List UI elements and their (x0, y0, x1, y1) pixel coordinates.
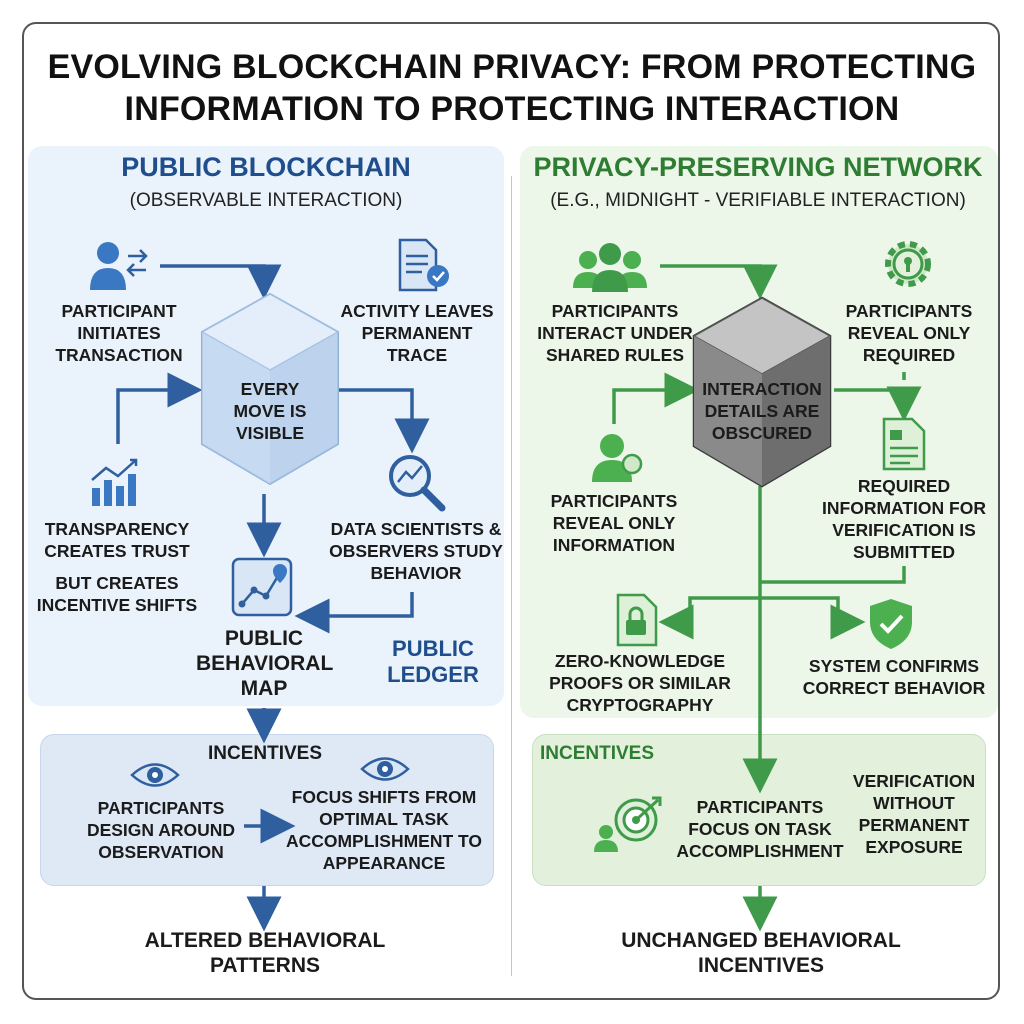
reveal-required-label: PARTICIPANTS REVEAL ONLY REQUIRED (845, 301, 973, 365)
system-confirms-label: SYSTEM CONFIRMS CORRECT BEHAVIOR (802, 656, 986, 698)
left-incentives-title: INCENTIVES (207, 743, 323, 764)
focus-shifts-label: FOCUS SHIFTS FROM OPTIMAL TASK ACCOMPLIS… (285, 787, 483, 873)
reveal-information-label: PARTICIPANTS REVEAL ONLY INFORMATION (550, 491, 678, 555)
right-incentives-title: INCENTIVES (540, 743, 655, 764)
activity-trace-label: ACTIVITY LEAVES PERMANENT TRACE (340, 301, 494, 365)
group-icon (573, 243, 647, 292)
eye-icon (360, 757, 410, 781)
behavioral-map-label: PUBLIC BEHAVIORAL MAP (196, 627, 334, 700)
map-pin-icon (231, 557, 293, 617)
right-subheading: (e.g., MIDNIGHT - VERIFIABLE INTERACTION… (550, 190, 966, 211)
document-check-icon (398, 238, 449, 292)
gear-lock-icon (885, 241, 931, 287)
design-around-observation-label: PARTICIPANTS DESIGN AROUND OBSERVATION (86, 798, 236, 862)
participant-initiates-label: PARTICIPANT INITIATES TRANSACTION (55, 301, 183, 365)
obscured-cube (692, 296, 832, 488)
user-icon (592, 434, 643, 482)
right-heading: PRIVACY-PRESERVING NETWORK (533, 152, 983, 182)
incentive-shift-label: BUT CREATES INCENTIVE SHIFTS (36, 573, 198, 615)
transparency-label: TRANSPARENCY CREATES TRUST (44, 519, 190, 561)
scientists-label: DATA SCIENTISTS & OBSERVERS STUDY BEHAVI… (329, 519, 503, 583)
target-users-icon (594, 796, 662, 852)
left-cube-label: EVERY MOVE IS VISIBLE (233, 379, 307, 443)
left-outcome: ALTERED BEHAVIORAL PATTERNS (144, 929, 386, 977)
verification-label: VERIFICATION WITHOUT PERMANENT EXPOSURE (852, 771, 976, 857)
center-divider (511, 176, 512, 976)
right-cube-label: INTERACTION DETAILS ARE OBSCURED (702, 379, 822, 443)
lock-file-icon (616, 593, 658, 647)
page-title-line2: INFORMATION TO PROTECTING INTERACTION (124, 90, 900, 128)
zero-knowledge-label: ZERO-KNOWLEDGE PROOFS OR SIMILAR CRYPTOG… (549, 651, 731, 715)
page-title-line1: EVOLVING BLOCKCHAIN PRIVACY: FROM PROTEC… (47, 48, 977, 86)
bar-chart-icon (91, 458, 138, 506)
public-ledger-label: PUBLIC LEDGER (387, 636, 479, 687)
right-outcome: UNCHANGED BEHAVIORAL INCENTIVES (621, 929, 901, 977)
required-information-label: REQUIRED INFORMATION FOR VERIFICATION IS… (822, 476, 986, 562)
interact-shared-rules-label: PARTICIPANTS INTERACT UNDER SHARED RULES (537, 301, 693, 365)
eye-icon (130, 763, 180, 787)
shield-check-icon (870, 599, 912, 649)
document-icon (882, 417, 926, 471)
magnifier-chart-icon (389, 455, 446, 512)
left-heading: PUBLIC BLOCKCHAIN (121, 152, 411, 182)
user-exchange-icon (90, 242, 148, 290)
transparent-cube (200, 292, 340, 486)
left-subheading: (OBSERVABLE INTERACTION) (129, 190, 403, 211)
focus-on-task-label: PARTICIPANTS FOCUS ON TASK ACCOMPLISHMEN… (676, 797, 844, 861)
